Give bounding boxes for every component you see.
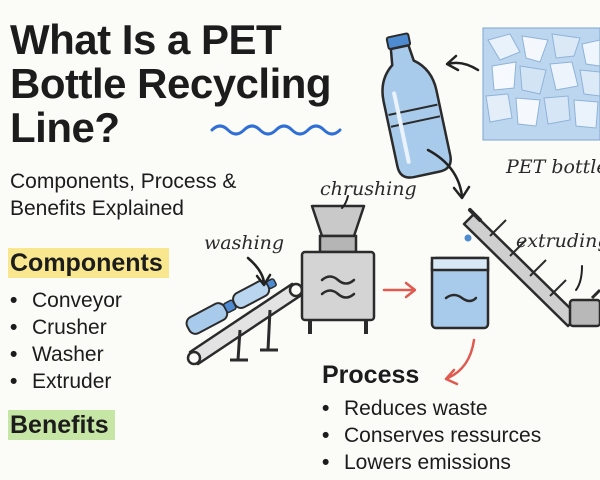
page-subtitle: Components, Process & Benefits Explained xyxy=(10,170,237,220)
arrow-icon xyxy=(446,61,480,72)
benefits-heading: Benefits xyxy=(8,410,115,440)
arrow-icon xyxy=(246,256,266,284)
bottle-icon xyxy=(232,278,277,309)
pet-bottle-icon xyxy=(381,32,452,179)
page-title: What Is a PET Bottle Recycling Line? xyxy=(10,16,332,151)
pet-bottles-label: PET bottles xyxy=(506,156,600,178)
washer-icon xyxy=(430,256,490,330)
process-heading: Process xyxy=(322,361,420,389)
extruding-label: extruding xyxy=(516,230,600,252)
pet-flakes-image xyxy=(483,28,600,140)
arrow-icon xyxy=(426,148,464,198)
list-item: Conserves ressurces xyxy=(322,422,541,449)
list-item: Lowers emissions xyxy=(322,449,541,476)
crushing-label: chrushing xyxy=(320,178,417,200)
extruder-icon xyxy=(462,208,600,328)
crusher-icon xyxy=(300,204,376,334)
title-squiggle xyxy=(210,124,342,136)
list-item: Extruder xyxy=(10,368,122,395)
list-item: Conveyor xyxy=(10,287,122,314)
arrow-icon xyxy=(575,265,583,291)
arrow-icon xyxy=(446,338,476,380)
arrow-icon xyxy=(341,195,349,209)
water-drop-icon xyxy=(464,234,472,242)
washing-label: washing xyxy=(204,232,285,254)
conveyor-icon xyxy=(186,282,304,366)
list-item: Reduces waste xyxy=(322,395,541,422)
components-list: Conveyor Crusher Washer Extruder xyxy=(10,287,122,395)
process-list: Reduces waste Conserves ressurces Lowers… xyxy=(322,395,541,476)
list-item: Crusher xyxy=(10,314,122,341)
list-item: Washer xyxy=(10,341,122,368)
components-heading: Components xyxy=(8,248,169,278)
